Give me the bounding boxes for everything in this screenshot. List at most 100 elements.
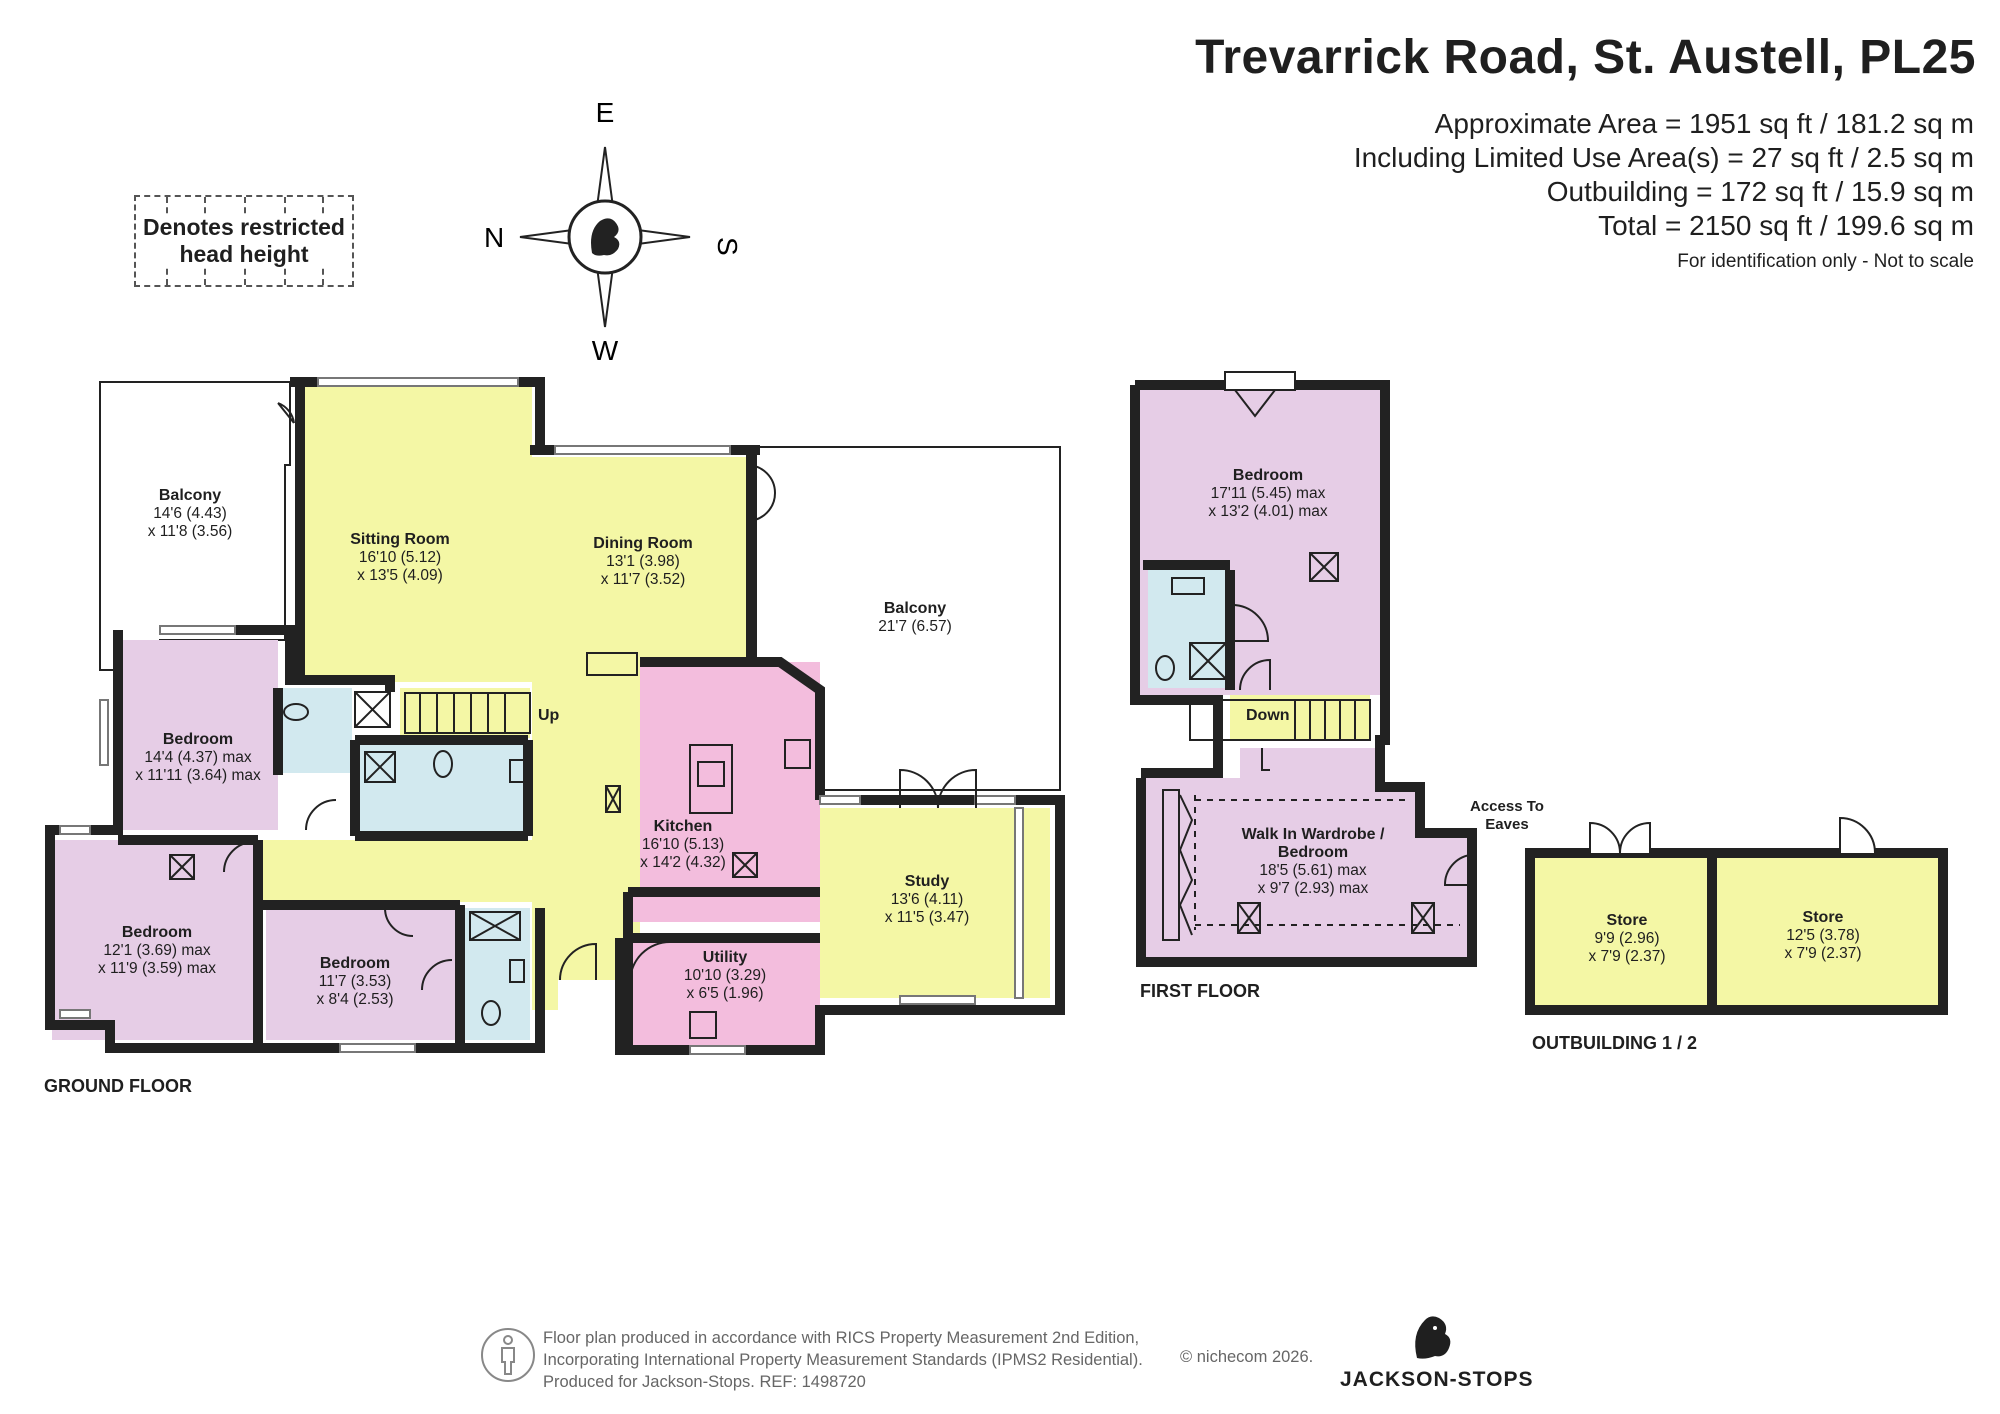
room-dimension: 16'10 (5.12) xyxy=(358,549,442,566)
balcony-left-label: Balcony 14'6 (4.43) x 11'8 (3.56) xyxy=(148,487,233,541)
hall-area xyxy=(532,662,640,1010)
utility-area xyxy=(630,938,820,1046)
room-name: Kitchen xyxy=(653,818,713,835)
plan-title: Trevarrick Road, St. Austell, PL25 xyxy=(1195,31,1976,84)
store-2-area xyxy=(1716,858,1938,1005)
first-bedroom-bay-window xyxy=(1224,371,1296,391)
total-area: Total = 2150 sq ft / 199.6 sq m xyxy=(1598,210,1974,241)
room-name: Dining Room xyxy=(593,535,693,552)
room-dimension: x 9'7 (2.93) max xyxy=(1257,880,1369,897)
store-2-label: Store 12'5 (3.78) x 7'9 (2.37) xyxy=(1784,909,1861,963)
ensuite-a-area xyxy=(280,688,352,773)
restricted-height-legend: Denotes restricted head height xyxy=(134,195,354,287)
room-dimension: x 7'9 (2.37) xyxy=(1588,948,1666,965)
room-dimension: x 6'5 (1.96) xyxy=(686,985,764,1002)
first-floor-label: FIRST FLOOR xyxy=(1140,981,1260,1001)
room-name: Bedroom xyxy=(162,731,234,748)
study-label: Study 13'6 (4.11) x 11'5 (3.47) xyxy=(885,873,970,927)
room-name: Study xyxy=(904,873,950,890)
room-dimension: 9'9 (2.96) xyxy=(1594,930,1660,947)
room-dimension: 11'7 (3.53) xyxy=(318,973,392,990)
room-dimension: x 13'5 (4.09) xyxy=(357,567,443,584)
brand-name: JACKSON-STOPS xyxy=(1340,1368,1534,1391)
room-dimension: x 11'7 (3.52) xyxy=(600,571,686,588)
scale-note: For identification only - Not to scale xyxy=(1677,251,1974,272)
footer-disclaimer: Floor plan produced in accordance with R… xyxy=(543,1327,1143,1393)
restricted-legend-line2: head height xyxy=(179,241,309,267)
eaves-label-line2: Eaves xyxy=(1485,816,1529,833)
room-dimension: x 13'2 (4.01) max xyxy=(1208,503,1328,520)
outbuilding-area: Outbuilding = 172 sq ft / 15.9 sq m xyxy=(1546,176,1974,207)
ground-floor xyxy=(45,377,1065,1055)
outbuildings xyxy=(1525,816,1948,1015)
room-name: Balcony xyxy=(158,487,222,504)
stairs-area xyxy=(400,688,530,738)
compass-label-bottom: W xyxy=(592,335,619,366)
bedroom-a-area xyxy=(118,640,278,830)
footer-line3: Produced for Jackson-Stops. REF: 1498720 xyxy=(543,1373,866,1391)
bedroom-c-area xyxy=(266,908,456,1040)
utility-label: Utility 10'10 (3.29) x 6'5 (1.96) xyxy=(684,949,766,1003)
lion-crest-icon xyxy=(591,218,620,256)
room-dimension: x 7'9 (2.37) xyxy=(1784,945,1862,962)
dining-room-label: Dining Room 13'1 (3.98) x 11'7 (3.52) xyxy=(593,535,693,589)
stairs-up-label: Up xyxy=(538,707,560,724)
corridor-area xyxy=(258,840,532,902)
balcony-right-label: Balcony 21'7 (6.57) xyxy=(878,600,952,636)
bedroom-b-label: Bedroom 12'1 (3.69) max x 11'9 (3.59) ma… xyxy=(98,924,216,978)
sitting-room-label: Sitting Room 16'10 (5.12) x 13'5 (4.09) xyxy=(350,531,450,585)
compass-label-right: S xyxy=(712,237,743,256)
eaves-label-line1: Access To xyxy=(1470,798,1544,815)
room-name: Store xyxy=(1802,909,1844,926)
room-dimension: 13'6 (4.11) xyxy=(890,891,964,908)
room-dimension: 17'11 (5.45) max xyxy=(1210,485,1326,502)
room-dimension: 14'4 (4.37) max xyxy=(144,749,252,766)
compass-label-left: N xyxy=(484,222,504,253)
compass-rose: E W N S xyxy=(484,97,743,366)
room-dimension: x 11'9 (3.59) max xyxy=(97,960,217,977)
room-dimension: 21'7 (6.57) xyxy=(878,618,952,635)
outbuilding-label: OUTBUILDING 1 / 2 xyxy=(1532,1033,1698,1053)
ground-floor-label: GROUND FLOOR xyxy=(44,1076,192,1096)
jackson-stops-logo xyxy=(1415,1316,1451,1359)
approximate-area: Approximate Area = 1951 sq ft / 181.2 sq… xyxy=(1434,108,1974,139)
room-name: Bedroom xyxy=(1232,467,1304,484)
room-dimension: 18'5 (5.61) max xyxy=(1259,862,1367,879)
room-name-line2: Bedroom xyxy=(1277,844,1349,861)
room-dimension: 10'10 (3.29) xyxy=(683,967,767,984)
kitchen-area xyxy=(640,662,820,892)
store-1-area xyxy=(1535,858,1708,1005)
room-name: Walk In Wardrobe / xyxy=(1241,826,1385,843)
bedroom-a-label: Bedroom 14'4 (4.37) max x 11'11 (3.64) m… xyxy=(135,731,261,785)
stairs-down-label: Down xyxy=(1246,707,1290,724)
restricted-legend-line1: Denotes restricted xyxy=(143,214,345,240)
bedroom-b-area xyxy=(52,840,258,1040)
sitting-room-area xyxy=(300,382,532,682)
bedroom-c-label: Bedroom 11'7 (3.53) x 8'4 (2.53) xyxy=(316,955,393,1009)
room-name: Store xyxy=(1606,912,1648,929)
bathroom-area xyxy=(357,740,529,835)
eaves-access-label: Access To Eaves xyxy=(1470,798,1544,834)
room-name: Bedroom xyxy=(121,924,193,941)
room-dimension: 14'6 (4.43) xyxy=(153,505,227,522)
store-1-label: Store 9'9 (2.96) x 7'9 (2.37) xyxy=(1588,912,1665,966)
landing-area xyxy=(1230,695,1370,740)
kitchen-label: Kitchen 16'10 (5.13) x 14'2 (4.32) xyxy=(640,818,726,872)
room-dimension: x 14'2 (4.32) xyxy=(640,854,726,871)
first-floor xyxy=(1130,371,1477,967)
dining-room-area xyxy=(532,457,747,662)
room-dimension: 12'5 (3.78) xyxy=(1786,927,1860,944)
footer-line2: Incorporating International Property Mea… xyxy=(543,1351,1143,1369)
copyright-notice: © nichecom 2026. xyxy=(1180,1348,1314,1366)
room-dimension: x 11'5 (3.47) xyxy=(884,909,970,926)
room-name: Utility xyxy=(702,949,748,966)
footer-line1: Floor plan produced in accordance with R… xyxy=(543,1329,1140,1347)
room-name: Balcony xyxy=(883,600,947,617)
room-name: Sitting Room xyxy=(350,531,450,548)
room-name: Bedroom xyxy=(319,955,391,972)
room-dimension: x 11'11 (3.64) max xyxy=(135,767,261,784)
walkin-wardrobe-label: Walk In Wardrobe / Bedroom 18'5 (5.61) m… xyxy=(1242,826,1385,898)
accessibility-person-icon xyxy=(481,1328,535,1382)
compass-label-top: E xyxy=(596,97,615,128)
ensuite-c-area xyxy=(462,908,530,1040)
